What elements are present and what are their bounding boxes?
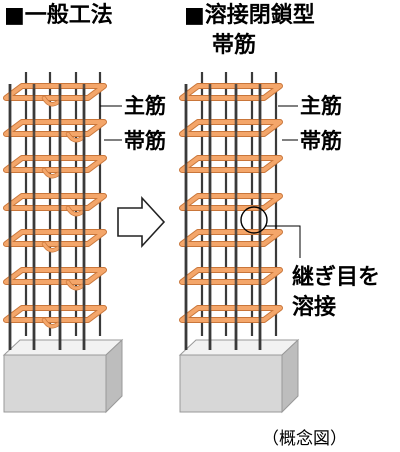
hoop — [180, 84, 282, 100]
right-concrete-base — [178, 338, 300, 414]
hoop — [180, 306, 282, 322]
hoop — [4, 230, 106, 246]
hoop-hook — [42, 242, 60, 252]
left-labels: 主筋 帯筋 — [100, 94, 166, 153]
caption: （概念図） — [262, 428, 347, 449]
hoop — [180, 230, 282, 246]
hoop — [4, 194, 106, 210]
left-hoop-label: 帯筋 — [124, 129, 166, 153]
hoop — [180, 156, 282, 172]
hoop — [4, 268, 106, 284]
hoop-hook — [66, 280, 84, 290]
hoop-hook — [42, 318, 60, 328]
left-column — [2, 72, 124, 414]
weld-leader — [266, 225, 301, 258]
hoop — [180, 194, 282, 210]
left-heading: ■一般工法 — [4, 2, 113, 28]
left-hoops — [3, 83, 107, 329]
hoop-hook — [42, 96, 60, 106]
weld-highlight-circle — [240, 206, 268, 234]
weld-label-line1: 継ぎ目を — [292, 264, 380, 290]
weld-callout: 継ぎ目を 溶接 — [240, 206, 380, 320]
hoop — [4, 84, 106, 100]
hoop — [180, 268, 282, 284]
left-main-bar-label: 主筋 — [124, 94, 166, 118]
hoop-hook — [42, 168, 60, 178]
right-main-bar-label: 主筋 — [300, 94, 342, 118]
right-heading-line1: ■溶接閉鎖型 — [184, 2, 315, 28]
right-column — [178, 72, 300, 414]
right-heading-line2: 帯筋 — [212, 32, 256, 58]
right-hoop-label: 帯筋 — [300, 129, 342, 153]
right-hoops — [179, 83, 283, 323]
hoop — [4, 120, 106, 136]
hoop — [4, 156, 106, 172]
right-labels: 主筋 帯筋 — [278, 94, 342, 153]
transition-arrow — [117, 195, 166, 249]
hoop-hook — [66, 206, 84, 216]
hoop-hook — [66, 132, 84, 142]
left-concrete-base — [2, 338, 124, 414]
weld-label-line2: 溶接 — [292, 294, 336, 320]
hoop — [180, 120, 282, 136]
hoop — [4, 306, 106, 322]
